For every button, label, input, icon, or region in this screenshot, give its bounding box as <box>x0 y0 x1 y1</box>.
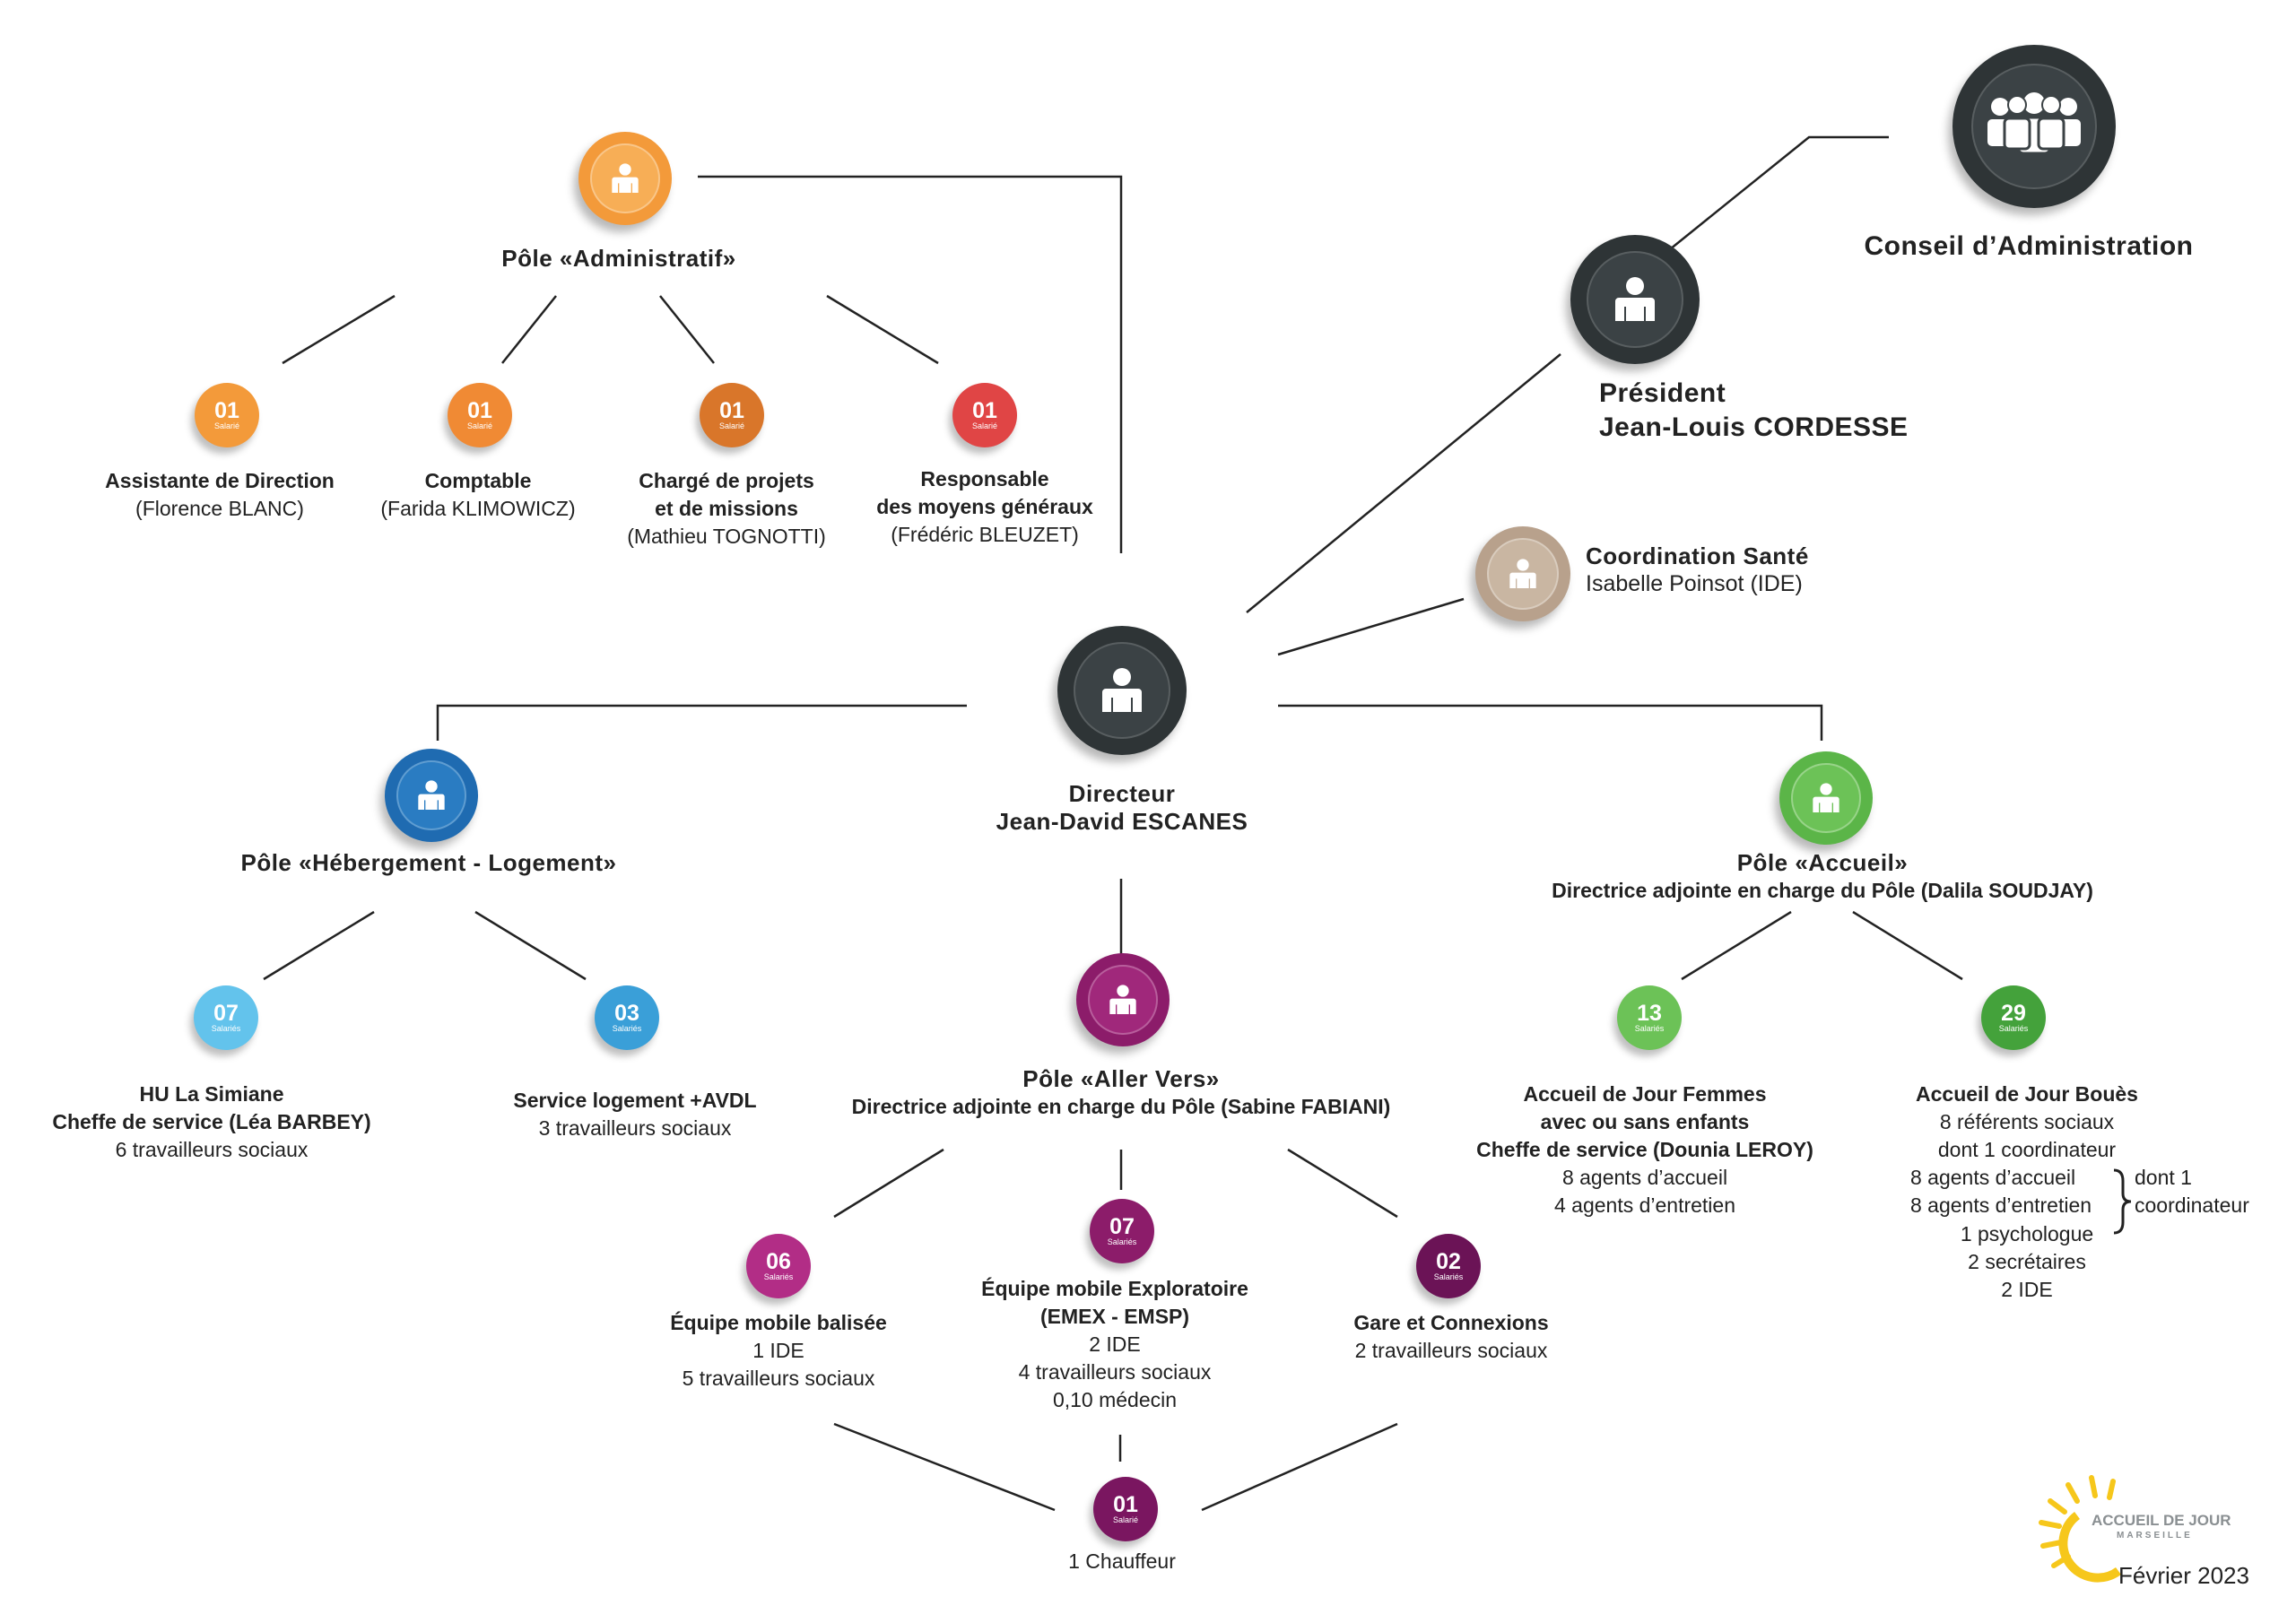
coordination-node <box>1475 526 1570 621</box>
accueil-title: Pôle «Accueil» <box>1736 849 1909 876</box>
wire-admin-1 <box>282 294 396 365</box>
hebergement-title: Pôle «Hébergement - Logement» <box>240 849 617 876</box>
acc-badge-1: 13 Salariés <box>1617 985 1682 1050</box>
acc-member-2-staff: 8 agents d’accueil 8 agents d’entretien <box>1910 1166 2092 1217</box>
acc-member-2: Accueil de Jour Bouès 8 référents sociau… <box>1916 1082 2138 1161</box>
director-label: Directeur Jean-David ESCANES <box>996 780 1248 836</box>
person-icon <box>1109 985 1136 1014</box>
logo-text-line1: ACCUEIL DE JOUR <box>2092 1512 2231 1529</box>
wire-admin-director <box>698 175 1123 553</box>
acc-badge-2: 29 Salariés <box>1981 985 2046 1050</box>
wire-president-director <box>1246 353 1561 613</box>
wire-admin-2 <box>501 295 557 364</box>
av-driver-badge: 01 Salarié <box>1093 1477 1158 1541</box>
president-node <box>1570 235 1700 364</box>
acc-member-2-brace-note: dont 1 coordinateur <box>2135 1166 2249 1217</box>
wire-admin-3 <box>659 295 715 364</box>
wire-acc-1 <box>1681 910 1792 981</box>
person-icon <box>1509 559 1536 588</box>
heb-member-1: HU La Simiane Cheffe de service (Léa BAR… <box>52 1082 371 1161</box>
admin-member-3: Chargé de projets et de missions (Mathie… <box>627 469 826 548</box>
av-badge-2: 07 Salariés <box>1090 1199 1154 1263</box>
admin-badge-1: 01 Salarié <box>195 383 259 447</box>
admin-label: Pôle «Administratif» <box>501 245 735 273</box>
allervers-subtitle: Directrice adjointe en charge du Pôle (S… <box>851 1095 1391 1118</box>
acc-member-2-others: 1 psychologue 2 secrétaires 2 IDE <box>1960 1222 2094 1301</box>
conseil-label: Conseil d’Administration <box>1864 230 2193 264</box>
group-icon <box>1987 92 2081 155</box>
wire-coordination-director <box>1277 597 1465 656</box>
director-node <box>1057 626 1187 755</box>
av-driver-label: 1 Chauffeur <box>1068 1549 1176 1573</box>
av-member-3: Gare et Connexions 2 travailleurs sociau… <box>1353 1311 1549 1362</box>
person-icon <box>418 780 445 810</box>
president-role: Président <box>1599 378 1726 408</box>
logo-text-line2: MARSEILLE <box>2117 1531 2193 1541</box>
admin-member-2: Comptable (Farida KLIMOWICZ) <box>380 469 576 520</box>
sun-logo-icon <box>2039 1475 2121 1583</box>
accueil-label: Pôle «Accueil» Directrice adjointe en ch… <box>1552 849 2093 905</box>
admin-badge-4: 01 Salarié <box>952 383 1017 447</box>
person-icon <box>1615 277 1655 321</box>
person-icon <box>1102 668 1142 712</box>
acc-member-1: Accueil de Jour Femmes avec ou sans enfa… <box>1476 1082 1813 1217</box>
wire-av-3 <box>1287 1148 1398 1219</box>
av-member-2: Équipe mobile Exploratoire (EMEX - EMSP)… <box>981 1277 1248 1411</box>
heb-badge-1: 07 Salariés <box>194 985 258 1050</box>
admin-member-4: Responsable des moyens généraux (Frédéri… <box>876 467 1093 546</box>
president-label: Président Jean-Louis CORDESSE <box>1599 377 1909 445</box>
av-member-1: Équipe mobile balisée 1 IDE 5 travailleu… <box>670 1311 887 1390</box>
coordination-name: Isabelle Poinsot (IDE) <box>1586 571 1803 596</box>
coordination-label: Coordination Santé Isabelle Poinsot (IDE… <box>1586 542 1809 598</box>
wire-acc-2 <box>1852 910 1963 981</box>
wire-admin-4 <box>826 294 939 365</box>
director-role: Directeur <box>1068 780 1176 807</box>
conseil-node <box>1952 45 2116 208</box>
wire-heb-2 <box>474 910 587 981</box>
allervers-node <box>1076 953 1170 1046</box>
av-badge-3: 02 Salariés <box>1416 1234 1481 1298</box>
accueil-node <box>1779 751 1873 845</box>
conseil-title: Conseil d’Administration <box>1864 231 2194 261</box>
wire-director-hebergement <box>436 704 967 741</box>
director-name: Jean-David ESCANES <box>996 808 1248 835</box>
hebergement-node <box>385 749 478 842</box>
admin-node <box>578 132 672 225</box>
admin-title: Pôle «Administratif» <box>501 245 736 272</box>
footer-date: Février 2023 <box>2118 1562 2249 1589</box>
allervers-label: Pôle «Aller Vers» Directrice adjointe en… <box>852 1065 1391 1121</box>
coordination-title: Coordination Santé <box>1586 542 1809 569</box>
av-badge-1: 06 Salariés <box>746 1234 811 1298</box>
logo: ACCUEIL DE JOUR MARSEILLE <box>2036 1471 2251 1587</box>
person-icon <box>1813 783 1839 812</box>
president-name: Jean-Louis CORDESSE <box>1599 412 1909 442</box>
wire-conseil-president <box>1669 135 1889 250</box>
wire-av-driver-3 <box>1201 1422 1398 1512</box>
accueil-subtitle: Directrice adjointe en charge du Pôle (D… <box>1552 879 2093 902</box>
admin-member-1: Assistante de Direction (Florence BLANC) <box>105 469 335 520</box>
heb-member-2: Service logement +AVDL 3 travailleurs so… <box>513 1089 757 1140</box>
person-icon <box>612 163 639 193</box>
admin-badge-3: 01 Salarié <box>700 383 764 447</box>
brace-icon <box>2113 1168 2132 1235</box>
wire-av-1 <box>833 1148 944 1219</box>
wire-director-accueil <box>1278 704 1823 741</box>
wire-heb-1 <box>263 910 375 981</box>
hebergement-label: Pôle «Hébergement - Logement» <box>240 849 616 877</box>
admin-badge-2: 01 Salarié <box>448 383 512 447</box>
allervers-title: Pôle «Aller Vers» <box>1022 1065 1220 1092</box>
heb-badge-2: 03 Salariés <box>595 985 659 1050</box>
wire-av-driver-1 <box>833 1422 1056 1512</box>
